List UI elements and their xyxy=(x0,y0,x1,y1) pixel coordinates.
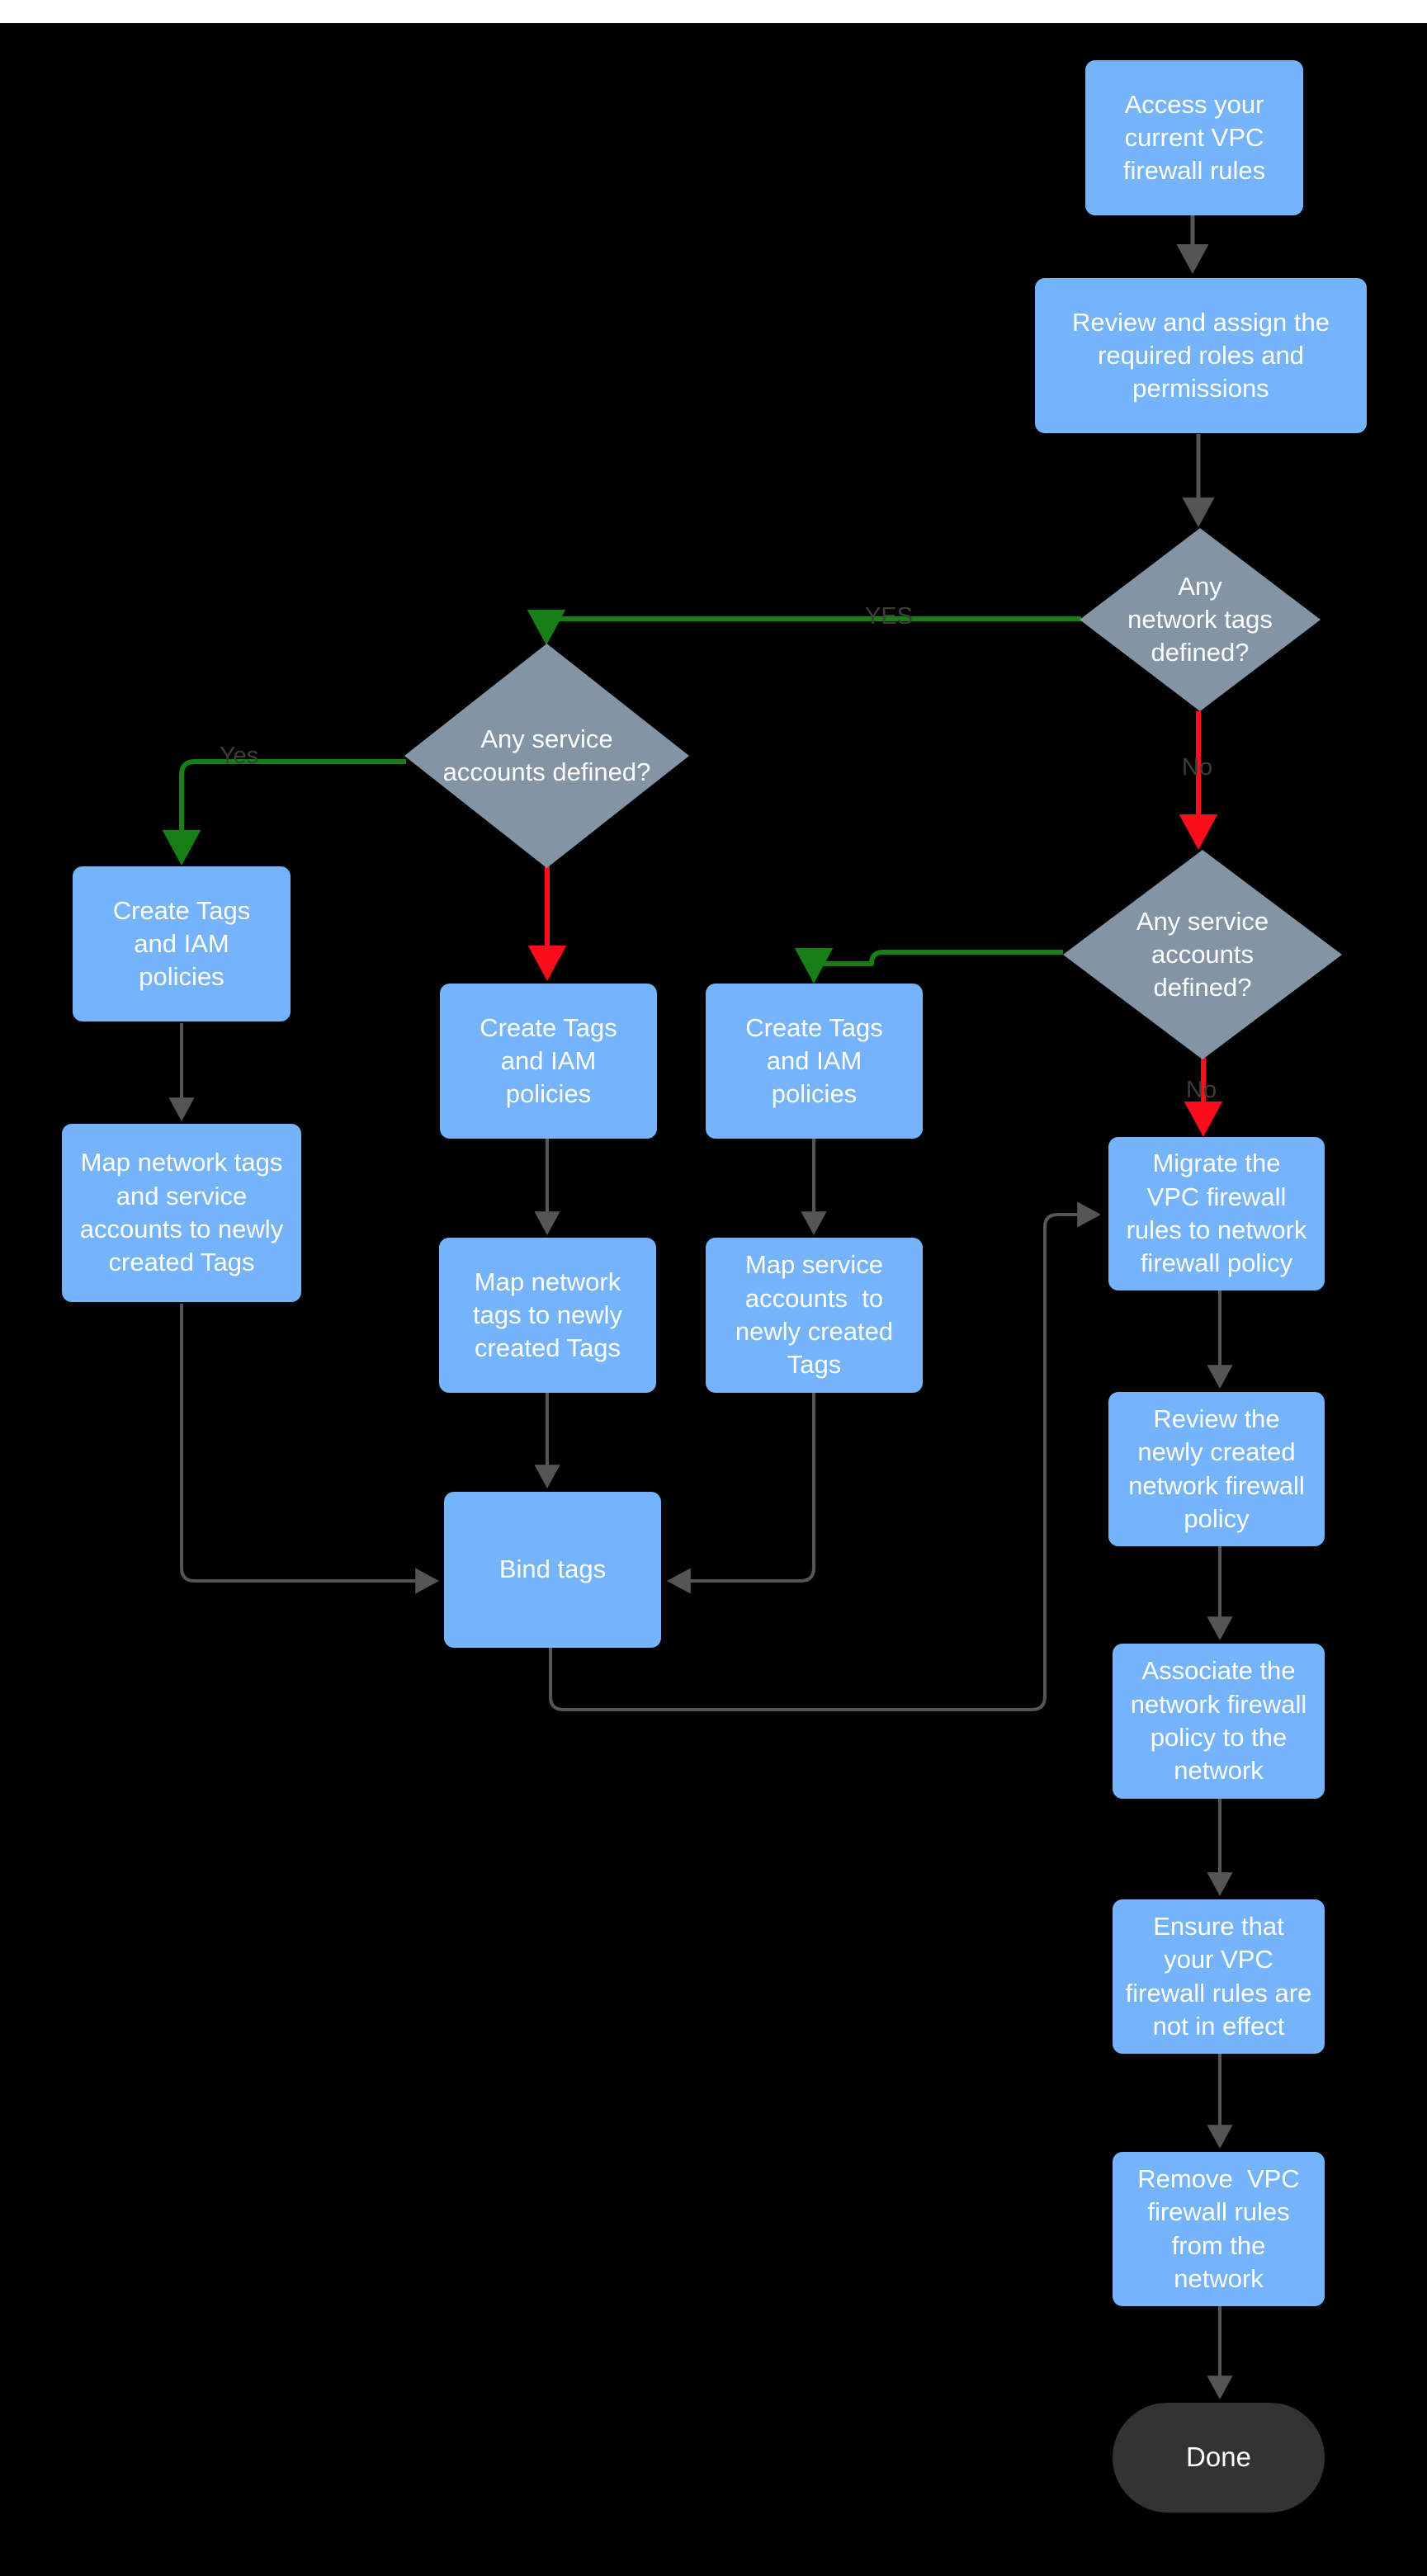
node-decision-any-service-accounts-left[interactable]: Any service accounts defined? xyxy=(404,644,689,868)
node-map-service-accounts-to-newly-created-tags[interactable]: Map service accounts to newly created Ta… xyxy=(706,1238,923,1393)
edge-n4-n9 xyxy=(180,1304,440,1594)
decision-label: Any service accounts defined? xyxy=(442,724,651,786)
node-done-terminal[interactable]: Done xyxy=(1113,2403,1325,2512)
node-review-newly-created-policy[interactable]: Review the newly created network firewal… xyxy=(1108,1392,1325,1546)
node-remove-vpc-firewall-rules[interactable]: Remove VPC firewall rules from the netwo… xyxy=(1113,2152,1325,2306)
node-associate-policy-to-network[interactable]: Associate the network firewall policy to… xyxy=(1113,1644,1325,1799)
node-review-assign-roles[interactable]: Review and assign the required roles and… xyxy=(1035,278,1367,433)
edge-label-d1-yes: YES xyxy=(865,603,914,630)
node-ensure-vpc-rules-not-in-effect[interactable]: Ensure that your VPC firewall rules are … xyxy=(1113,1899,1325,2054)
top-white-strip xyxy=(0,0,1427,23)
edge-d2-n3-yes xyxy=(162,759,406,866)
edge-d1-d2-yes xyxy=(527,609,1081,646)
edge-label-d1-no: No xyxy=(1182,754,1213,781)
node-create-tags-iam-policies-left[interactable]: Create Tags and IAM policies xyxy=(73,866,291,1021)
edge-label-d2-yes: Yes xyxy=(220,743,259,769)
node-decision-any-network-tags[interactable]: Any network tags defined? xyxy=(1080,528,1321,711)
node-access-vpc-firewall-rules[interactable]: Access your current VPC firewall rules xyxy=(1085,60,1303,215)
edge-label-d3-no: No xyxy=(1186,1077,1217,1103)
node-map-network-tags-to-newly-created-tags[interactable]: Map network tags to newly created Tags xyxy=(439,1238,656,1393)
node-create-tags-iam-policies-right[interactable]: Create Tags and IAM policies xyxy=(706,984,923,1139)
node-migrate-vpc-firewall-rules[interactable]: Migrate the VPC firewall rules to networ… xyxy=(1108,1137,1325,1290)
decision-label: Any service accounts defined? xyxy=(1136,906,1269,1003)
node-bind-tags[interactable]: Bind tags xyxy=(444,1492,661,1648)
node-decision-any-service-accounts-right[interactable]: Any service accounts defined? xyxy=(1063,850,1342,1059)
node-create-tags-iam-policies-middle[interactable]: Create Tags and IAM policies xyxy=(440,984,657,1139)
edge-n9-n10 xyxy=(549,1201,1102,1711)
edge-d3-n7-yes xyxy=(794,947,1063,984)
decision-label: Any network tags defined? xyxy=(1127,571,1273,668)
node-map-network-tags-and-service-accounts[interactable]: Map network tags and service accounts to… xyxy=(62,1124,301,1302)
edge-n8-n9 xyxy=(666,1393,815,1594)
